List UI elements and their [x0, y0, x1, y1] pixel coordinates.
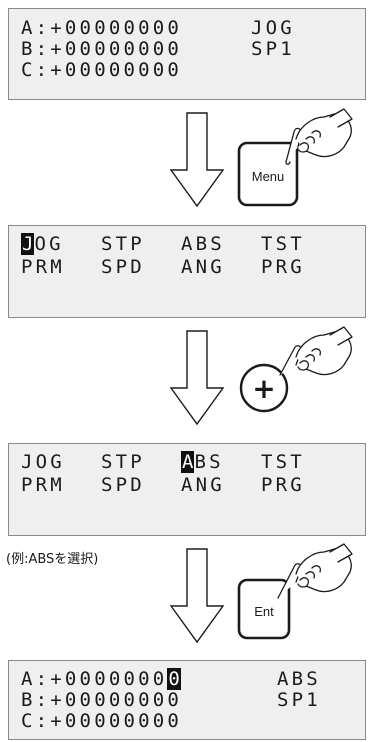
lcd-row-a: A:+00000000 ABS — [21, 668, 365, 690]
menu-item-spd: SPD — [101, 256, 145, 278]
menu-item-tst: TST — [261, 233, 305, 255]
menu-item-ang: ANG — [181, 474, 225, 496]
menu-item-abs: ABS — [181, 233, 225, 255]
speed-label: SP1 — [277, 689, 321, 711]
lcd-row-c: C:+00000000 — [21, 711, 365, 732]
menu-item-spd: SPD — [101, 474, 145, 496]
lcd-row-b: B:+00000000 SP1 — [21, 39, 365, 60]
axis-b-value: B:+00000000 — [21, 689, 183, 711]
menu-key-label: Menu — [252, 169, 285, 184]
lcd-panel-menu-selected: JOG STP ABS TST PRM SPD ANG PRG — [8, 443, 366, 536]
axis-c-value: C:+00000000 — [21, 710, 183, 732]
menu-item-prg: PRG — [261, 256, 305, 278]
lcd-row-c: C:+00000000 — [21, 60, 365, 81]
pointing-hand-icon — [279, 326, 353, 376]
lcd-row-a: A:+00000000 JOG — [21, 18, 365, 39]
cursor-highlight: J — [21, 233, 35, 255]
menu-row-1: JOG STP ABS TST — [21, 233, 365, 255]
lcd-panel-initial: A:+00000000 JOG B:+00000000 SP1 C:+00000… — [8, 8, 366, 100]
menu-item-prg: PRG — [261, 474, 305, 496]
cursor-highlight: 0 — [167, 668, 181, 690]
down-arrow-icon — [169, 112, 225, 208]
axis-c-value: C:+00000000 — [21, 59, 183, 81]
menu-row-2: PRM SPD ANG PRG — [21, 257, 365, 278]
menu-row-1: JOG STP ABS TST — [21, 451, 365, 473]
menu-item-stp: STP — [101, 451, 145, 473]
mode-label: ABS — [277, 668, 321, 690]
lcd-panel-result: A:+00000000 ABS B:+00000000 SP1 C:+00000… — [8, 660, 366, 740]
down-arrow-icon — [169, 330, 225, 426]
menu-item-jog: JOG — [21, 233, 64, 255]
cursor-highlight: A — [181, 451, 195, 473]
menu-item-stp: STP — [101, 233, 145, 255]
lcd-row-b: B:+00000000 SP1 — [21, 690, 365, 711]
menu-item-prm: PRM — [21, 474, 65, 496]
axis-b-value: B:+00000000 — [21, 38, 183, 60]
menu-item-abs: ABS — [181, 451, 224, 473]
plus-key-label: + — [252, 372, 275, 405]
menu-item-ang: ANG — [181, 256, 225, 278]
example-caption: (例:ABSを選択) — [6, 552, 99, 567]
down-arrow-icon — [169, 548, 225, 644]
axis-a-value: A:+00000000 — [21, 668, 181, 690]
menu-item-prm: PRM — [21, 256, 65, 278]
menu-item-tst: TST — [261, 451, 305, 473]
ent-key-label: Ent — [254, 604, 274, 619]
pointing-hand-icon — [277, 543, 353, 599]
menu-key-icon[interactable]: Menu — [234, 107, 364, 211]
mode-label: JOG — [251, 17, 295, 39]
lcd-panel-menu: JOG STP ABS TST PRM SPD ANG PRG — [8, 225, 366, 318]
menu-row-2: PRM SPD ANG PRG — [21, 475, 365, 496]
plus-key-icon[interactable]: + — [234, 325, 364, 429]
speed-label: SP1 — [251, 38, 295, 60]
menu-item-jog: JOG — [21, 451, 65, 473]
ent-key-icon[interactable]: Ent — [234, 542, 364, 646]
pointing-hand-icon — [285, 108, 353, 165]
axis-a-value: A:+00000000 — [21, 17, 183, 39]
